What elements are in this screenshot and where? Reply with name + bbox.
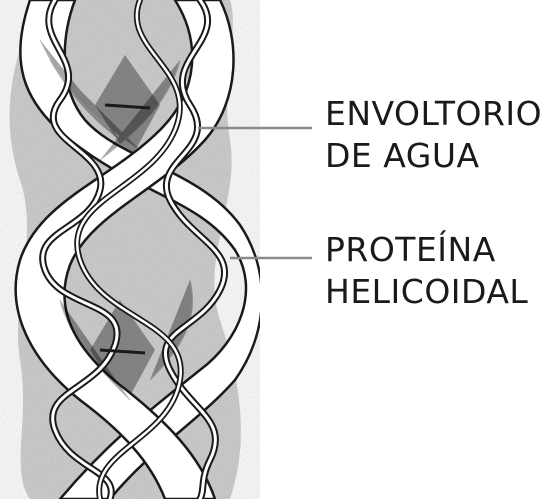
label-protein-line1: PROTEÍNA [325, 229, 528, 271]
label-water-envelope: ENVOLTORIO DE AGUA [325, 93, 542, 177]
label-helical-protein: PROTEÍNA HELICOIDAL [325, 229, 528, 313]
label-water-line1: ENVOLTORIO [325, 93, 542, 135]
label-protein-line2: HELICOIDAL [325, 271, 528, 313]
label-water-line2: DE AGUA [325, 135, 542, 177]
